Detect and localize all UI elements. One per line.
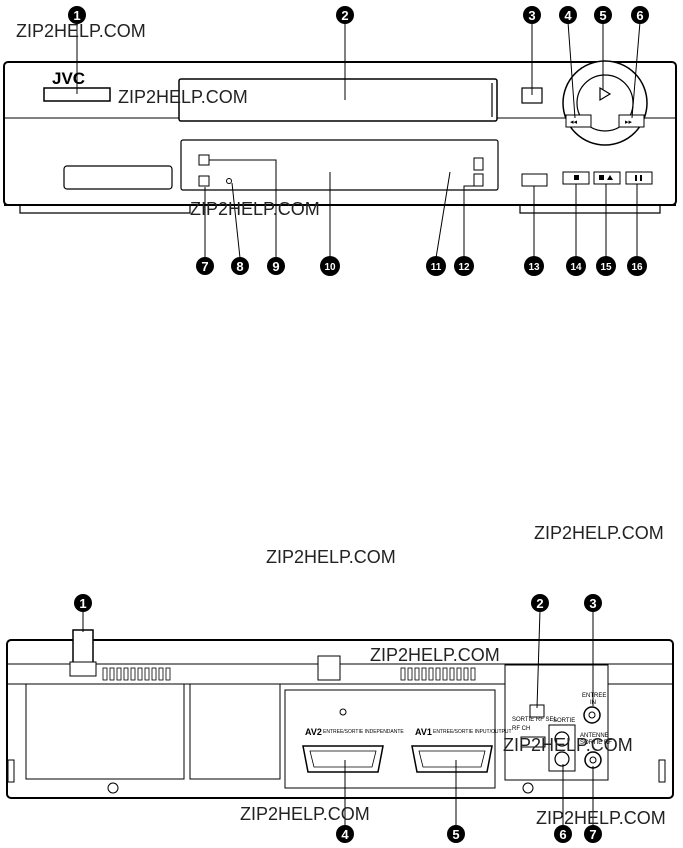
entree-label: ENTREE (582, 693, 606, 699)
brand-logo: JVC (52, 69, 85, 88)
callout-number: 8 (236, 259, 243, 274)
av2-label: AV2 (305, 727, 322, 737)
front-panel: JVC ◂◂ ▸▸ (3, 6, 677, 276)
callout-number: 13 (528, 262, 540, 273)
watermark-text: ZIP2HELP.COM (240, 804, 370, 824)
rf-channel-label: RF CH (512, 726, 530, 732)
vent-grille (102, 667, 476, 681)
watermark-text: ZIP2HELP.COM (16, 21, 146, 41)
callout-number: 1 (79, 596, 86, 611)
callout-number: 7 (201, 259, 208, 274)
watermark-text: ZIP2HELP.COM (190, 199, 320, 219)
button-13[interactable] (521, 173, 548, 187)
out-jack[interactable] (554, 731, 570, 747)
rear-callouts: 1 2 3 4 5 6 7 (74, 594, 602, 843)
watermark-text: ZIP2HELP.COM (370, 645, 500, 665)
watermark-text: ZIP2HELP.COM (534, 523, 664, 543)
front-flap (63, 165, 173, 190)
display-panel (180, 139, 499, 191)
av1-description: ENTREE/SORTIE INPUT/OUTPUT (433, 729, 512, 735)
callout-number: 15 (600, 262, 612, 273)
callout-number: 5 (599, 8, 606, 23)
watermarks: ZIP2HELP.COM ZIP2HELP.COM ZIP2HELP.COM Z… (16, 21, 666, 828)
watermark-text: ZIP2HELP.COM (118, 87, 248, 107)
out-jack-2[interactable] (554, 751, 570, 767)
callout-number: 2 (341, 8, 348, 23)
av1-label: AV1 (415, 727, 432, 737)
sortie-label: SORTIE (553, 718, 575, 724)
watermark-text: ZIP2HELP.COM (266, 547, 396, 567)
watermark-text: ZIP2HELP.COM (503, 735, 633, 755)
callout-number: 3 (528, 8, 535, 23)
rf-select-label: SORTIE RF SEL (512, 717, 558, 723)
callout-number: 4 (341, 827, 349, 842)
av2-scart-connector[interactable]: AV2 ENTREE/SORTIE INDEPENDANTE (302, 727, 404, 773)
callout-number: 9 (272, 259, 279, 274)
callout-number: 16 (631, 262, 643, 273)
callout-number: 3 (589, 596, 596, 611)
pause-button[interactable] (625, 171, 653, 185)
play-icon (599, 86, 612, 102)
callout-number: 10 (324, 262, 336, 273)
av2-description: ENTREE/SORTIE INDEPENDANTE (323, 729, 404, 735)
callout-number: 7 (589, 827, 596, 842)
rewind-icon: ◂◂ (570, 119, 578, 126)
stop-eject-button[interactable] (593, 171, 621, 185)
fast-forward-icon: ▸▸ (625, 119, 633, 126)
av1-scart-connector[interactable]: AV1 ENTREE/SORTIE INPUT/OUTPUT (411, 727, 512, 773)
watermark-text: ZIP2HELP.COM (536, 808, 666, 828)
callout-number: 2 (536, 596, 543, 611)
callout-number: 12 (458, 262, 470, 273)
callout-number: 14 (570, 262, 582, 273)
callout-number: 5 (452, 827, 459, 842)
callout-number: 1 (73, 8, 80, 23)
callout-number: 11 (431, 262, 442, 273)
callout-number: 6 (636, 8, 643, 23)
rf-out-label: SORTIE RF (580, 740, 612, 746)
callout-number: 4 (564, 8, 572, 23)
callout-number: 6 (559, 827, 566, 842)
antenna-label: ANTENNE (580, 733, 609, 739)
front-callouts: 1 2 3 4 5 6 7 8 9 10 11 12 13 14 15 16 (68, 6, 649, 276)
cassette-slot (178, 78, 498, 122)
rear-panel: AV2 ENTREE/SORTIE INDEPENDANTE AV1 ENTRE… (6, 594, 674, 843)
